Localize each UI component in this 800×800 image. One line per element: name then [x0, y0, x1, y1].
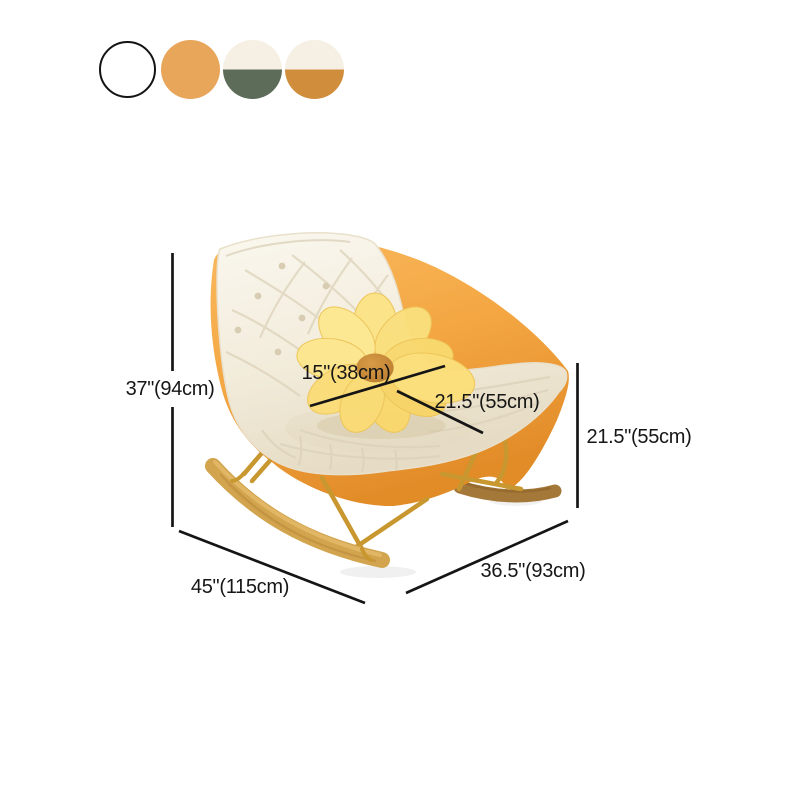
rocker-near: [205, 458, 390, 568]
color-swatch-cream-green[interactable]: [223, 40, 282, 99]
dimension-line-pillow-width: [309, 364, 446, 408]
tufting-buttons: [234, 262, 330, 356]
frame-strut: [439, 471, 524, 492]
flower-center: [356, 353, 394, 383]
dimension-line-overall-width: [178, 529, 366, 605]
dimension-label-overall-depth: 36.5"(93cm): [480, 560, 586, 582]
rocker-far: [453, 480, 562, 503]
color-swatch-row: [0, 0, 800, 110]
frame-strut: [494, 434, 509, 485]
color-swatch-orange[interactable]: [161, 40, 220, 99]
dimension-label-overall-height: 37"(94cm): [125, 378, 215, 400]
dimension-label-overall-width: 45"(115cm): [190, 576, 290, 598]
color-swatch-cream-orange[interactable]: [285, 40, 344, 99]
dimension-line-seat-depth: [396, 389, 484, 435]
dimension-line-overall-depth: [405, 519, 569, 595]
frame-strut: [456, 445, 481, 492]
frame-strut: [319, 475, 365, 552]
frame-strut: [353, 496, 430, 550]
dimension-label-seat-depth: 21.5"(55cm): [434, 391, 540, 413]
dimension-label-seat-height: 21.5"(55cm): [586, 426, 692, 448]
color-swatch-white[interactable]: [99, 41, 156, 98]
dimension-lines: [171, 253, 579, 605]
dimension-label-pillow-width: 15"(38cm): [301, 362, 391, 384]
